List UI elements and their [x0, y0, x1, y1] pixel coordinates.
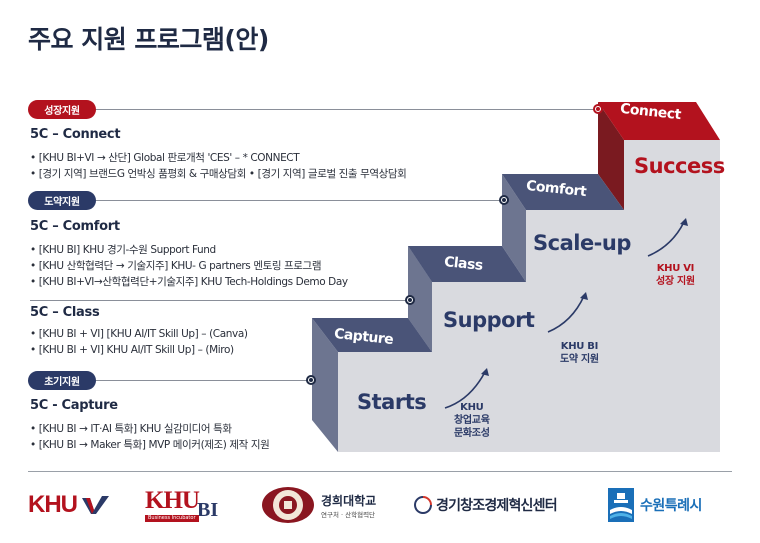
- bullet-class-1: • [KHU BI + VI] [KHU AI/IT Skill Up] – (…: [30, 328, 248, 340]
- arrow-khubi-head: [580, 292, 588, 300]
- bullet-comfort-3: • [KHU BI+VI→산학협력단+기술지주] KHU Tech-Holdin…: [30, 276, 348, 288]
- logo-khu-vi: KHU: [28, 485, 110, 525]
- pill-leap-support: 도약지원: [28, 191, 96, 210]
- bullet-capture-1: • [KHU BI → IT·AI 특화] KHU 실감미디어 특화: [30, 423, 232, 435]
- timeline-line-capture: [95, 380, 308, 381]
- arrow-khuvi: [647, 221, 685, 257]
- step-4-top: [598, 102, 720, 140]
- timeline-line-connect: [95, 109, 597, 110]
- timeline-dot-capture: [306, 375, 316, 385]
- heading-capture: 5C - Capture: [30, 398, 118, 413]
- step-1-side: [312, 318, 338, 452]
- suwon-name: 수원특례시: [640, 498, 702, 514]
- step-2-top: [408, 246, 526, 282]
- step-3-face: [526, 210, 720, 282]
- stage-word-success: Success: [634, 154, 725, 178]
- bullet-comfort-2: • [KHU 산학협력단 → 기술지주] KHU- G partners 멘토링…: [30, 260, 322, 272]
- gccei-name: 경기창조경제혁신센터: [436, 498, 558, 514]
- arrow-khubi: [547, 295, 585, 333]
- stage-word-support: Support: [443, 308, 535, 332]
- suwon-emblem-icon: [608, 488, 634, 522]
- heading-class: 5C – Class: [30, 305, 100, 320]
- kyunghee-emblem-icon: [262, 487, 314, 523]
- page-title: 주요 지원 프로그램(안): [28, 25, 269, 54]
- timeline-dot-connect: [593, 104, 603, 114]
- timeline-dot-class: [405, 295, 415, 305]
- timeline-dot-comfort: [499, 195, 509, 205]
- step-1-face: [338, 352, 720, 452]
- heading-comfort: 5C – Comfort: [30, 219, 120, 234]
- logo-khu-bi: KHU BI Business Incubator: [145, 485, 225, 525]
- stage-word-starts: Starts: [357, 390, 427, 414]
- step-2-face: [432, 282, 720, 352]
- bullet-class-2: • [KHU BI + VI] KHU AI/IT Skill Up] – (M…: [30, 344, 234, 356]
- bullet-comfort-1: • [KHU BI] KHU 경기-수원 Support Fund: [30, 244, 216, 256]
- timeline-line-comfort: [95, 200, 503, 201]
- bullet-connect-1: • [KHU BI+VI → 산단] Global 판로개척 'CES' – *…: [30, 152, 300, 164]
- stage-word-scaleup: Scale-up: [533, 231, 631, 255]
- heading-connect: 5C – Connect: [30, 127, 121, 142]
- arrow-khuvi-head: [680, 218, 688, 226]
- gccei-circle-icon: [414, 496, 432, 514]
- arrow-khu-head: [481, 368, 489, 376]
- logo-khu-bi-sub: BI: [197, 499, 219, 521]
- footer-divider: [28, 471, 732, 472]
- staircase-graphic: [312, 102, 720, 452]
- logo-khu-bi-main: KHU: [145, 487, 200, 514]
- logo-khu-vi-text: KHU: [28, 491, 78, 518]
- logo-khu-bi-tag: Business Incubator: [145, 515, 199, 522]
- step-4-face: [624, 140, 720, 210]
- bullet-capture-2: • [KHU BI → Maker 특화] MVP 메이커(제조) 제작 지원: [30, 439, 270, 451]
- logo-gccei: 경기창조경제혁신센터: [413, 485, 558, 525]
- pill-growth-support: 성장지원: [28, 100, 96, 119]
- timeline-line-class: [30, 300, 408, 301]
- logo-kyunghee: 경희대학교 연구처 · 산학협력단: [259, 485, 376, 525]
- logo-suwon: 수원특례시: [608, 485, 702, 525]
- kyunghee-sub: 연구처 · 산학협력단: [321, 510, 376, 519]
- logo-vi-mark-icon: [82, 496, 109, 514]
- kyunghee-name: 경희대학교: [321, 493, 377, 508]
- bullet-connect-2: • [경기 지역] 브랜드G 언박싱 품평회 & 구매상담회 • [경기 지역]…: [30, 168, 407, 180]
- step-1-top: [312, 318, 432, 352]
- pill-early-support: 초기지원: [28, 371, 96, 390]
- step-3-top: [502, 174, 624, 210]
- step-2-riser: [408, 246, 432, 352]
- arrow-khu: [444, 371, 486, 409]
